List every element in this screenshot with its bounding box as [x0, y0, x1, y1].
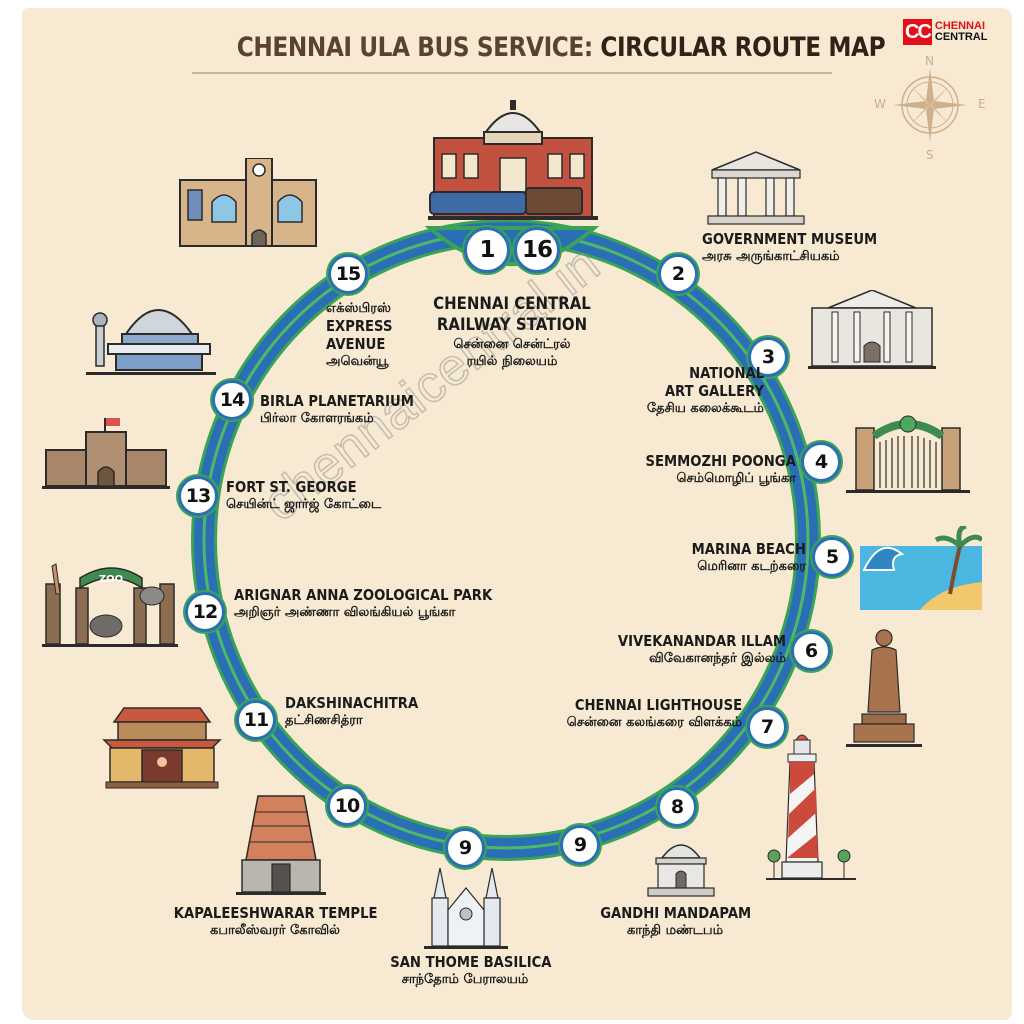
- stop-7-label: CHENNAI LIGHTHOUSE சென்னை கலங்கரை விளக்க…: [566, 696, 742, 730]
- logo-line-1: CHENNAI: [934, 20, 986, 32]
- compass-west: W: [874, 97, 886, 111]
- mandapam-icon: [647, 844, 715, 897]
- stop-15-label: எக்ஸ்பிரஸ் EXPRESS AVENUE அவென்யூ: [326, 301, 393, 369]
- lighthouse-icon: [766, 734, 856, 880]
- clock-tower-mall-icon: [179, 158, 317, 247]
- zoo-sign: ZOO: [99, 574, 123, 585]
- stop-15-marker[interactable]: 15: [328, 254, 368, 294]
- park-gate-icon: [846, 415, 970, 493]
- compass-north: N: [925, 54, 934, 68]
- stop-1-marker[interactable]: 1: [464, 227, 510, 273]
- compass-south: S: [926, 148, 934, 162]
- stop-14-label: BIRLA PLANETARIUM பிர்லா கோளரங்கம்: [260, 392, 414, 426]
- title-part-1: CHENNAI ULA BUS SERVICE:: [236, 32, 593, 63]
- logo-line-2: CENTRAL: [934, 31, 988, 43]
- stop-10-marker[interactable]: 10: [327, 786, 367, 826]
- stop-1-label: CHENNAI CENTRAL RAILWAY STATION சென்னை ச…: [433, 294, 591, 369]
- stop-5-marker[interactable]: 5: [812, 537, 852, 577]
- stop-8-marker[interactable]: 8: [657, 787, 697, 827]
- stop-7-marker[interactable]: 7: [747, 707, 787, 747]
- fort-icon: [42, 418, 170, 489]
- compass-east: E: [978, 97, 986, 111]
- stop-8-label: GANDHI MANDAPAM காந்தி மண்டபம்: [600, 904, 752, 938]
- stop-4-marker[interactable]: 4: [801, 442, 841, 482]
- stop-10-label: KAPALEESHWARAR TEMPLE கபாலீஸ்வரர் கோவில்: [173, 904, 378, 938]
- zoo-gate-icon: ZOO: [42, 563, 178, 647]
- stop-3-label: NATIONAL ART GALLERY தேசிய கலைக்கூடம்: [646, 364, 764, 416]
- stop-9b-marker[interactable]: 9: [560, 825, 600, 865]
- stop-4-label: SEMMOZHI POONGA செம்மொழிப் பூங்கா: [645, 452, 796, 486]
- heritage-house-icon: [102, 707, 222, 789]
- art-gallery-icon: [808, 290, 936, 369]
- stop-5-label: MARINA BEACH மெரினா கடற்கரை: [691, 540, 806, 574]
- stop-6-marker[interactable]: 6: [791, 631, 831, 671]
- stop-9-marker[interactable]: 9: [445, 828, 485, 868]
- title-part-2: CIRCULAR ROUTE MAP: [600, 32, 886, 63]
- compass-rose-icon: [893, 68, 967, 142]
- stop-2-marker[interactable]: 2: [658, 254, 698, 294]
- logo-mark: CC: [903, 19, 932, 45]
- basilica-icon: [424, 868, 508, 949]
- compass-rose: N E S W: [874, 54, 988, 166]
- railway-station-icon: [428, 100, 598, 220]
- stop-12-marker[interactable]: 12: [185, 592, 225, 632]
- stop-11-marker[interactable]: 11: [236, 700, 276, 740]
- stop-13-marker[interactable]: 13: [178, 476, 218, 516]
- stop-6-label: VIVEKANANDAR ILLAM விவேகானந்தர் இல்லம்: [617, 632, 786, 666]
- temple-gopuram-icon: [236, 795, 326, 895]
- stop-9-label: SAN THOME BASILICA சாந்தோம் பேராலயம்: [390, 953, 552, 987]
- stop-2-label: GOVERNMENT MUSEUM அரசு அருங்காட்சியகம்: [702, 230, 878, 264]
- museum-icon: [707, 151, 805, 225]
- page-title: CHENNAI ULA BUS SERVICE: CIRCULAR ROUTE …: [236, 32, 886, 63]
- beach-wave-icon: [860, 526, 982, 610]
- planetarium-icon: [86, 309, 216, 375]
- stop-13-label: FORT ST. GEORGE செயின்ட் ஜார்ஜ் கோட்டை: [226, 478, 382, 512]
- stop-12-label: ARIGNAR ANNA ZOOLOGICAL PARK அறிஞர் அண்ண…: [234, 586, 493, 620]
- statue-icon: [846, 629, 922, 747]
- stop-11-label: DAKSHINACHITRA தட்சிணசித்ரா: [285, 694, 419, 728]
- stop-14-marker[interactable]: 14: [212, 380, 252, 420]
- stop-3-marker[interactable]: 3: [748, 337, 788, 377]
- title-divider: [192, 72, 832, 74]
- stop-16-marker[interactable]: 16: [514, 227, 560, 273]
